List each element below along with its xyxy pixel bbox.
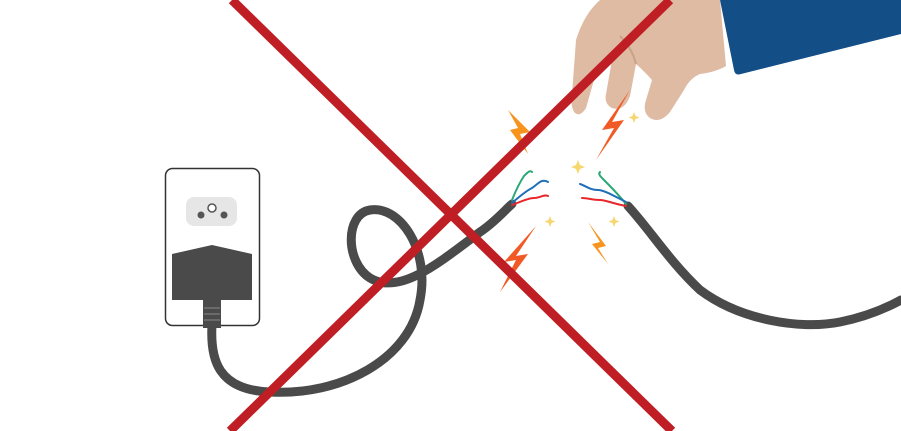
- sparkle-icon: [544, 112, 640, 227]
- plug-icon: [172, 245, 252, 328]
- spark-icon: [500, 90, 630, 292]
- sleeve-icon: [720, 0, 901, 75]
- prohibition-cross-icon: [226, 0, 676, 431]
- frayed-wires-left-icon: [511, 170, 549, 206]
- cable-right-icon: [623, 201, 901, 330]
- hand-icon: [571, 0, 726, 120]
- frayed-wires-right-icon: [579, 171, 627, 207]
